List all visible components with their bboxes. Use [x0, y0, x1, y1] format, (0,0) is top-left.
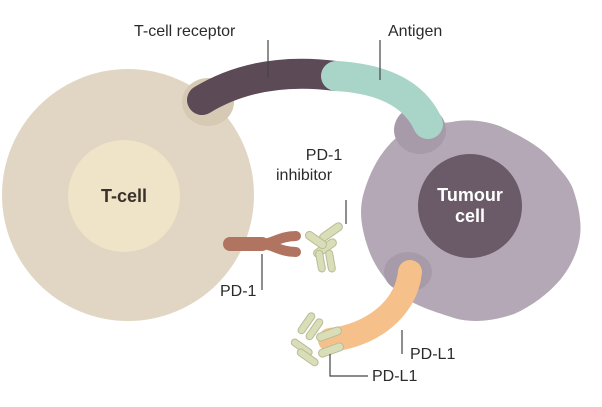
label-antigen: Antigen: [388, 23, 442, 40]
pdl1-ligand: [318, 260, 422, 352]
leader-pdl1-bottom: [329, 354, 368, 377]
label-pd1: PD-1: [220, 283, 257, 300]
label-tcell-receptor: T-cell receptor: [134, 23, 236, 40]
label-pd1-inhibitor-line1: PD-1: [306, 147, 343, 164]
pd1-inhibitor-antibody: [304, 222, 343, 273]
pd1-receptor: [223, 231, 301, 257]
tumour-cell-nucleus: [418, 154, 522, 258]
label-pd1-inhibitor-line2: inhibitor: [276, 167, 333, 184]
pdl1-antibody: [290, 312, 344, 367]
t-cell-receptor: [187, 58, 351, 115]
label-pdl1-bottom: PD-L1: [372, 368, 417, 385]
tumour-cell-label-line1: Tumour: [437, 185, 503, 205]
t-cell-nucleus: [68, 140, 180, 252]
antigen: [321, 61, 443, 139]
t-cell: T-cell: [2, 69, 254, 321]
t-cell-label: T-cell: [101, 186, 147, 206]
label-pdl1-tumour: PD-L1: [410, 346, 455, 363]
leader-lines: [261, 40, 403, 377]
tumour-cell-label-line2: cell: [455, 206, 485, 226]
